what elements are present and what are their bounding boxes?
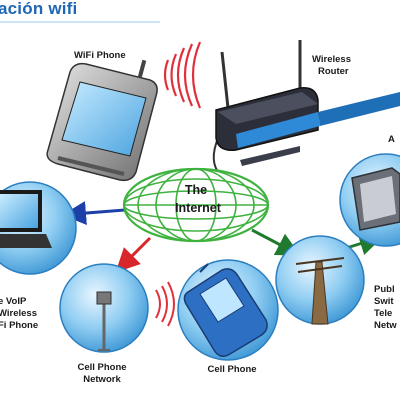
label-public-line2: Swit (374, 296, 394, 307)
wifi-phone-icon (46, 59, 158, 182)
cell-waves-icon (155, 281, 175, 327)
label-wireless-router-line2: Router (318, 66, 349, 77)
voip-laptop-node (0, 181, 77, 275)
arrow-to-cell-network (115, 236, 152, 273)
page-title: ación wifi (0, 0, 78, 18)
telephone-node (339, 153, 400, 247)
label-voip-line2: Wireless (0, 308, 37, 319)
label-cell-network-line2: Network (83, 374, 121, 385)
label-internet-line1: The (184, 183, 208, 197)
label-wireless-router-line1: Wireless (312, 54, 351, 65)
public-switch-node (275, 235, 365, 325)
wireless-router-icon (215, 40, 400, 166)
label-public-line4: Netw (374, 320, 397, 331)
cell-network-node (59, 263, 149, 353)
internet-mesh-icon (122, 167, 270, 243)
arrow-to-public-switch (251, 228, 301, 256)
label-public-line1: Publ (374, 284, 395, 295)
label-voip-line1: e VoIP (0, 296, 27, 307)
label-top-right: A (388, 134, 395, 145)
label-cell-network-line1: Cell Phone (77, 362, 127, 373)
label-cell-phone: Cell Phone (207, 364, 257, 375)
label-wifi-phone: WiFi Phone (74, 50, 126, 61)
cell-phone-node (177, 259, 279, 361)
wifi-waves-icon (163, 41, 202, 109)
label-voip-line3: Fi Phone (0, 320, 39, 331)
label-internet-line2: Internet (175, 201, 221, 215)
label-public-line3: Tele (374, 308, 393, 319)
